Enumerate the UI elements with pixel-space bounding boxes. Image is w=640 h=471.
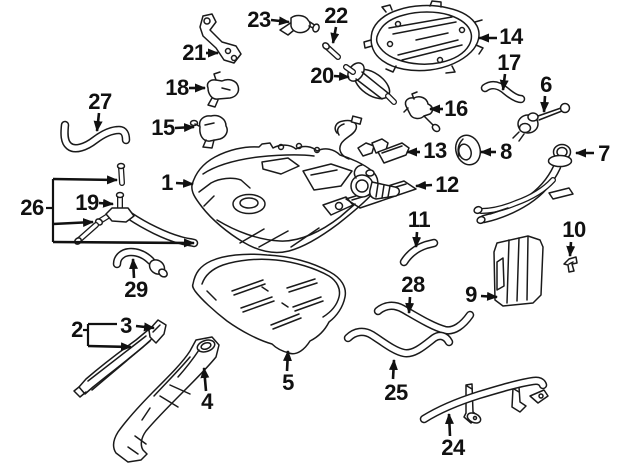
callout-label-22[interactable]: 22 (324, 3, 348, 28)
callout-arrow-24 (444, 413, 454, 437)
callout-arrow-26 (52, 218, 94, 227)
callout-label-10[interactable]: 10 (562, 217, 586, 242)
callout-arrow-27 (93, 112, 103, 132)
callout-arrow-29 (129, 258, 139, 279)
part-29-hose-drawing (112, 247, 168, 278)
callout-arrow-26 (52, 238, 195, 248)
callout-arrow-6 (540, 95, 550, 113)
callout-arrow-3 (135, 322, 155, 332)
callout-label-3[interactable]: 3 (120, 313, 132, 338)
part-18-valve-drawing (206, 71, 240, 108)
part-27-hose-drawing (60, 120, 131, 153)
callout-arrow-25 (388, 359, 398, 380)
part-10-screw-drawing (563, 256, 578, 273)
part-17-hose-drawing (480, 80, 526, 104)
part-20-fuel-filter-drawing (343, 62, 397, 105)
part-22-tube-drawing (322, 42, 341, 60)
callout-arrow-11 (412, 231, 422, 248)
part-3-strap-bracket-drawing (148, 319, 167, 344)
callout-arrow-9 (480, 291, 498, 301)
callout-arrow-19 (98, 198, 114, 208)
part-9-bracket-drawing (493, 235, 544, 307)
callout-label-26[interactable]: 26 (20, 195, 44, 220)
part-28-hose-drawing (373, 301, 475, 335)
part-5-skid-plate-drawing (191, 253, 347, 355)
part-11-hose-drawing (399, 238, 439, 267)
part-23-valve-drawing (279, 14, 320, 36)
callout-arrow-23 (270, 16, 290, 26)
callout-arrow-12 (415, 180, 433, 190)
callout-label-25[interactable]: 25 (384, 380, 408, 405)
callout-label-19[interactable]: 19 (75, 190, 99, 215)
callout-arrow-26 (52, 175, 118, 185)
callout-arrow-10 (566, 241, 576, 257)
callout-label-11[interactable]: 11 (407, 207, 431, 232)
callout-label-18[interactable]: 18 (165, 75, 189, 100)
part-24-pipe-drawing (419, 376, 549, 424)
callout-label-20[interactable]: 20 (310, 63, 334, 88)
part-1-fuel-tank-drawing (191, 142, 379, 254)
callout-label-29[interactable]: 29 (124, 277, 148, 302)
callout-label-27[interactable]: 27 (88, 89, 112, 114)
part-25-hose-drawing (343, 327, 454, 358)
callout-arrow-5 (283, 350, 292, 372)
part-8-grommet-drawing (454, 134, 482, 166)
callout-label-14[interactable]: 14 (499, 24, 523, 49)
part-12-fuel-pump-drawing (345, 164, 417, 209)
part-21-bracket-drawing (199, 13, 242, 64)
callout-label-1[interactable]: 1 (161, 170, 173, 195)
callout-label-6[interactable]: 6 (540, 72, 552, 97)
callout-label-8[interactable]: 8 (500, 139, 512, 164)
part-19-y-connector-drawing (94, 191, 199, 248)
part-14-tank-cover-drawing (363, 0, 484, 74)
callout-label-2[interactable]: 2 (71, 317, 83, 342)
callout-label-12[interactable]: 12 (435, 172, 459, 197)
callout-arrow-22 (330, 26, 340, 44)
callout-label-4[interactable]: 4 (201, 389, 213, 414)
callout-arrow-2 (87, 342, 132, 352)
callout-label-5[interactable]: 5 (282, 370, 294, 395)
part-6-sensor-drawing (512, 102, 571, 142)
callout-arrow-15 (174, 123, 195, 133)
part-7-filler-neck-drawing (473, 143, 574, 225)
callout-arrow-20 (333, 71, 350, 81)
callout-label-17[interactable]: 17 (497, 50, 521, 75)
callout-arrow-17 (499, 73, 509, 91)
callout-label-21[interactable]: 21 (182, 40, 206, 65)
callout-label-9[interactable]: 9 (465, 282, 477, 307)
callout-label-7[interactable]: 7 (598, 141, 610, 166)
part-4-filler-shield-drawing (112, 336, 220, 463)
callout-label-15[interactable]: 15 (151, 115, 175, 140)
callout-arrow-4 (200, 367, 210, 392)
callout-label-23[interactable]: 23 (247, 7, 271, 32)
part-13-fuel-sender-drawing (334, 115, 410, 164)
callout-arrow-1 (175, 178, 194, 188)
callout-arrow-28 (405, 296, 415, 314)
callout-layer (46, 16, 594, 437)
callout-label-13[interactable]: 13 (423, 138, 447, 163)
callout-label-24[interactable]: 24 (441, 435, 465, 460)
callout-label-28[interactable]: 28 (401, 272, 425, 297)
callout-label-16[interactable]: 16 (444, 96, 468, 121)
part-16-valve-drawing (403, 91, 441, 133)
part-2-tank-strap-drawing (73, 329, 156, 398)
part-15-valve-drawing (189, 114, 228, 149)
